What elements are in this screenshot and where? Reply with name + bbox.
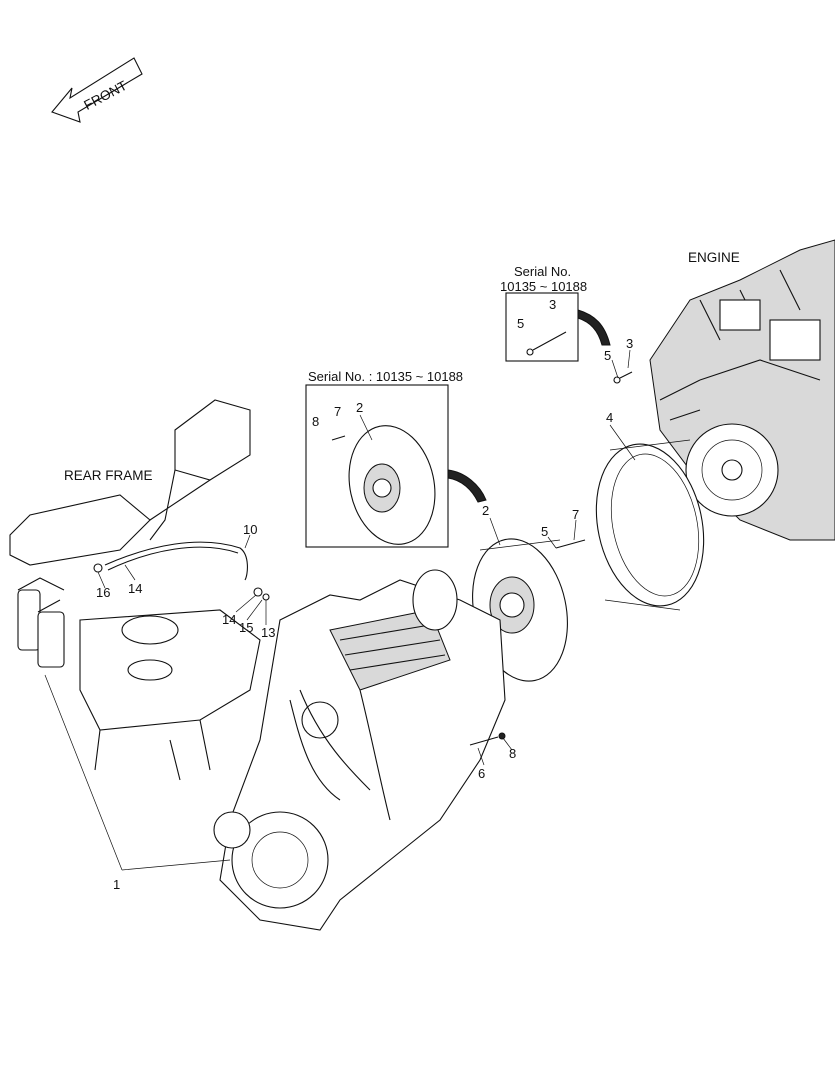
engine-block: ENGINE — [649, 239, 835, 541]
callout-13: 13 — [261, 625, 275, 640]
front-arrow: FRONT — [51, 57, 143, 123]
callout-3-main: 3 — [626, 336, 633, 351]
callout-numbers: 1 2 2 3 3 4 5 5 5 6 7 7 8 8 10 13 14 14 … — [96, 297, 633, 892]
callout-15: 15 — [239, 620, 253, 635]
transmission — [213, 569, 506, 931]
inset-small-serial-range: 10135 ~ 10188 — [500, 279, 587, 294]
leader-lines — [44, 349, 636, 871]
callout-8-main: 8 — [509, 746, 516, 761]
callout-4: 4 — [606, 410, 613, 425]
callout-5-inset: 5 — [517, 316, 524, 331]
filter-assembly — [17, 577, 65, 668]
bolts — [469, 371, 633, 746]
callout-10: 10 — [243, 522, 257, 537]
callout-5-main-lower: 5 — [541, 524, 548, 539]
callout-3-inset: 3 — [549, 297, 556, 312]
rear-frame: REAR FRAME — [9, 399, 261, 781]
inset-small: Serial No. 10135 ~ 10188 — [500, 264, 611, 362]
callout-7-inset: 7 — [334, 404, 341, 419]
callout-6: 6 — [478, 766, 485, 781]
callout-16: 16 — [96, 585, 110, 600]
inset-large-serial-title: Serial No. : 10135 ~ 10188 — [308, 369, 463, 384]
callout-7-main: 7 — [572, 507, 579, 522]
flywheel-housing-ring — [595, 439, 705, 611]
engine-label: ENGINE — [688, 250, 740, 265]
callout-14-left: 14 — [128, 581, 142, 596]
inset-large: Serial No. : 10135 ~ 10188 — [305, 369, 487, 548]
callout-8-inset: 8 — [312, 414, 319, 429]
inset-small-serial-title: Serial No. — [514, 264, 571, 279]
callout-14-right: 14 — [222, 612, 236, 627]
rear-frame-label: REAR FRAME — [64, 468, 153, 483]
callout-2-main: 2 — [482, 503, 489, 518]
callout-2-inset: 2 — [356, 400, 363, 415]
hose-assembly — [93, 541, 270, 601]
callout-1: 1 — [113, 877, 120, 892]
callout-5-main-upper: 5 — [604, 348, 611, 363]
